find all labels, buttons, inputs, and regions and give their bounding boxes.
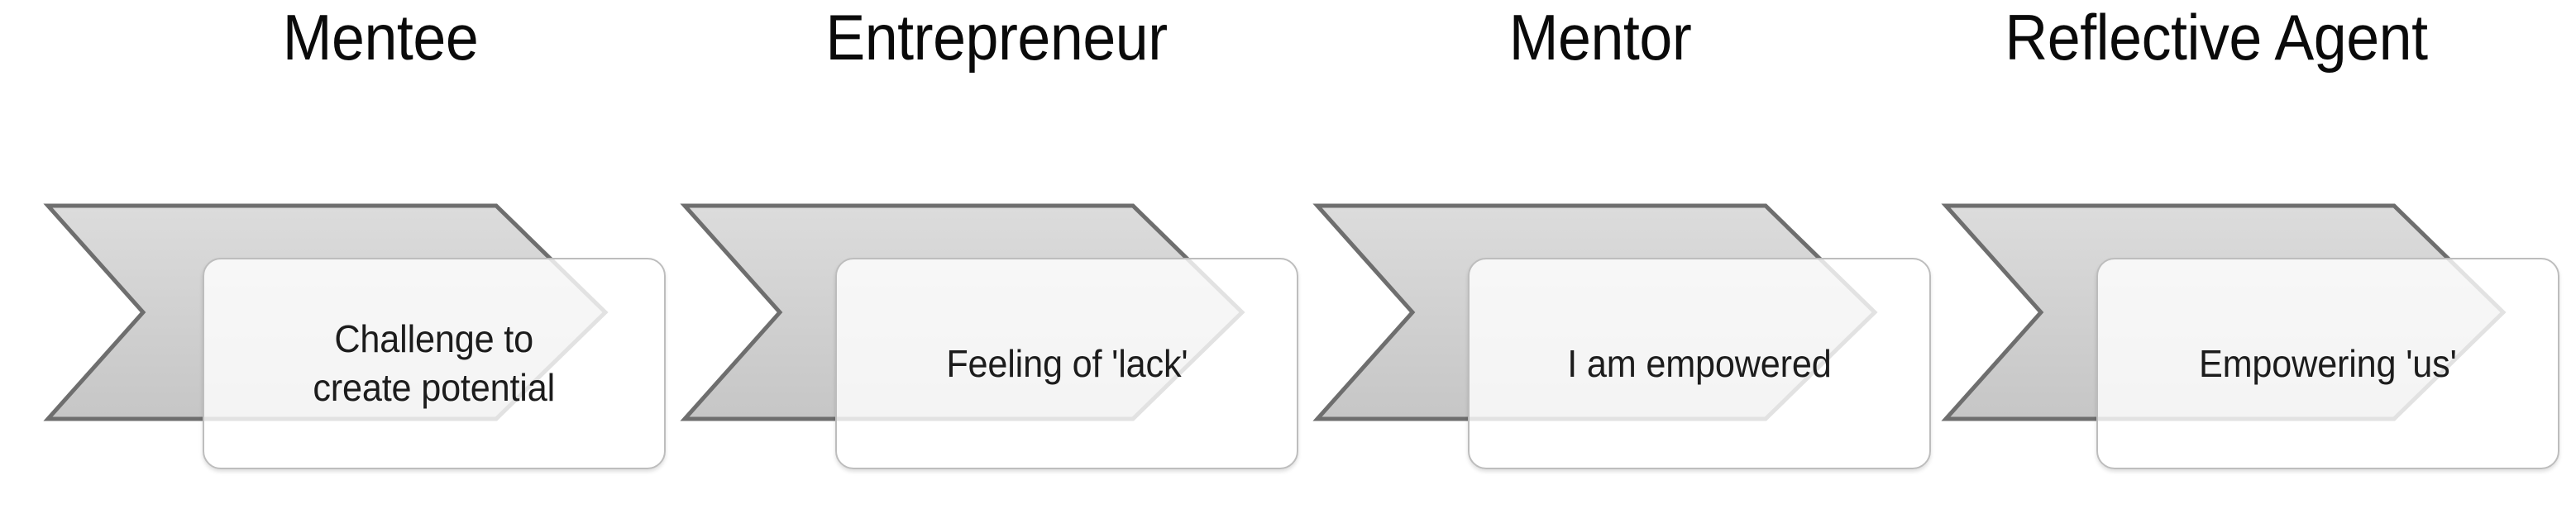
stage-label-box-mentor: I am empowered [1468,258,1931,469]
stage-label-text-mentee: Challenge to create potential [313,317,556,409]
stage-label-box-entrepreneur: Feeling of 'lack' [835,258,1298,469]
stage-title-reflective-agent: Reflective Agent [2005,1,2428,74]
stage-title-entrepreneur: Entrepreneur [825,1,1168,74]
stage-label-box-mentee: Challenge to create potential [203,258,666,469]
stage-label-box-reflective-agent: Empowering 'us' [2096,258,2559,469]
stage-label-text-mentor: I am empowered [1567,341,1832,385]
stage-title-mentor: Mentor [1508,1,1692,74]
stage-label-text-entrepreneur: Feeling of 'lack' [945,341,1188,385]
stage-label-text-reflective-agent: Empowering 'us' [2199,341,2457,385]
stage-title-mentee: Mentee [282,1,479,74]
